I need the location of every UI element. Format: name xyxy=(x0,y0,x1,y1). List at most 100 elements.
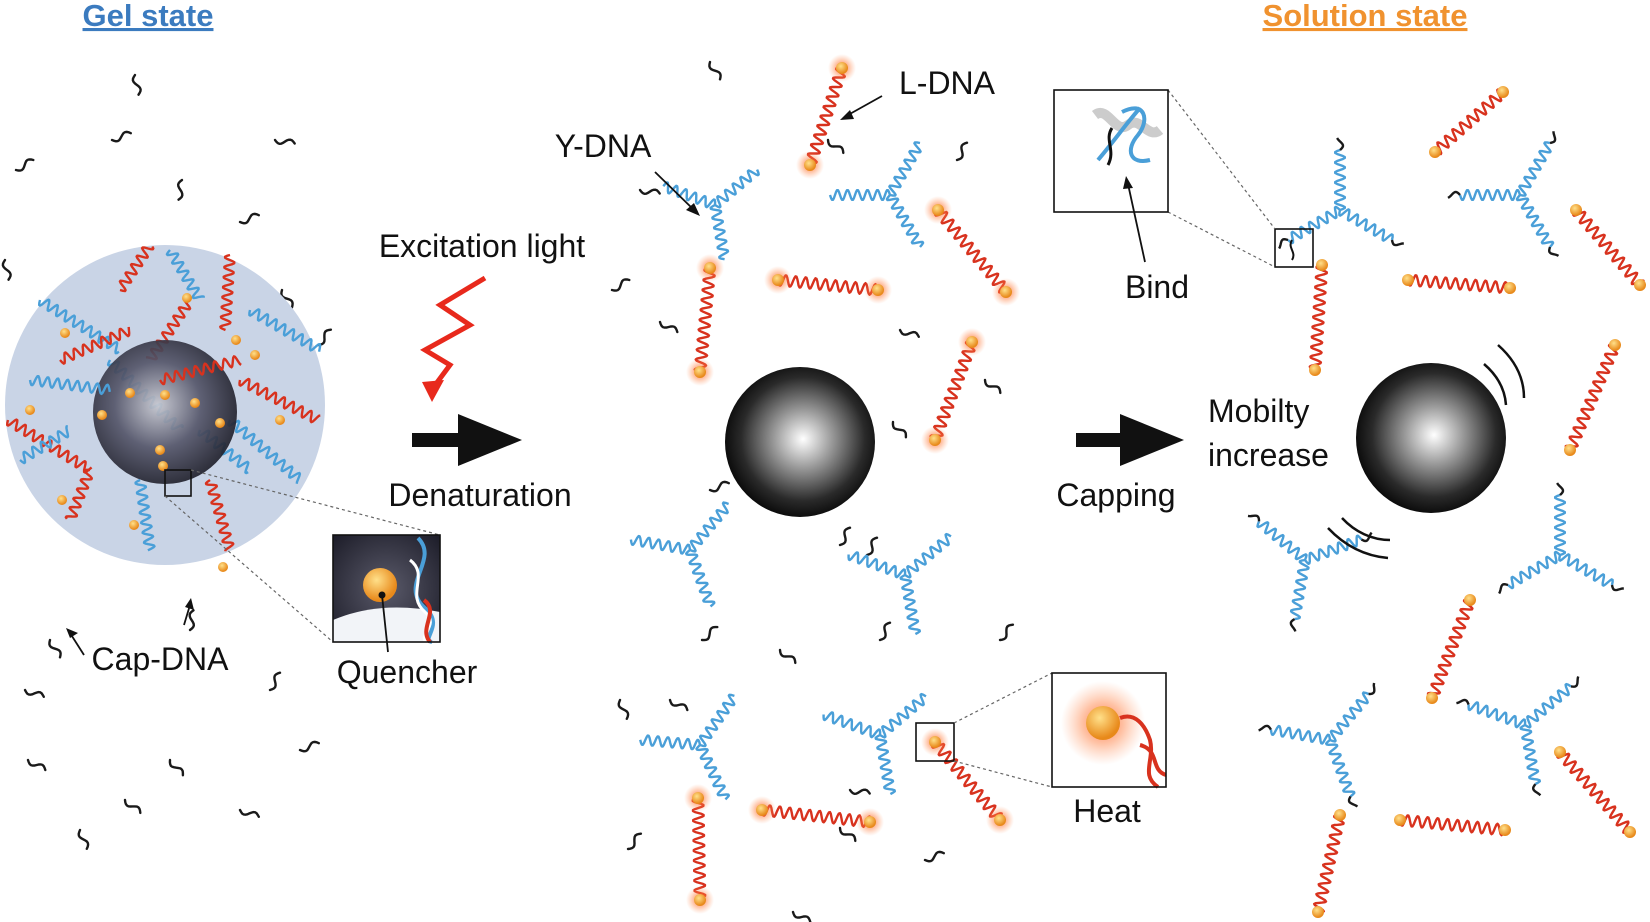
quencher-inset xyxy=(332,534,441,644)
fluorophore-dot xyxy=(929,736,941,748)
cap-dna-squiggle xyxy=(898,328,920,338)
y-dna-arm xyxy=(1304,534,1363,565)
fluorophore-dot xyxy=(692,792,704,804)
bind-label: Bind xyxy=(1125,269,1189,305)
cap-dna-label: Cap-DNA xyxy=(92,641,230,677)
cap-dna-squiggle xyxy=(123,798,142,815)
excitation-light-label: Excitation light xyxy=(379,228,585,264)
cap-dna-squiggle xyxy=(1,258,12,281)
quencher-dot xyxy=(250,350,260,360)
cap-dna-bound xyxy=(1390,239,1404,247)
y-dna-arm xyxy=(662,181,717,209)
y-dna-arm xyxy=(689,501,730,553)
fluorophore-dot xyxy=(836,62,848,74)
fluorophore-dot xyxy=(1554,746,1566,758)
l-dna-strand xyxy=(764,266,892,304)
l-dna-strand xyxy=(1402,274,1516,295)
cap-dna-squiggle xyxy=(14,158,35,172)
cap-dna-bound xyxy=(1447,190,1461,199)
heat-label: Heat xyxy=(1073,793,1141,829)
y-dna-arm xyxy=(1458,189,1522,201)
cap-dna-squiggle xyxy=(280,288,294,309)
cap-dna-bound xyxy=(1289,618,1297,632)
denaturation-arrow-icon xyxy=(412,414,522,466)
l-dna-helix xyxy=(934,209,1010,294)
quencher-label: Quencher xyxy=(337,654,478,690)
mobility-label-line2: increase xyxy=(1208,437,1329,473)
l-dna-helix xyxy=(219,253,236,332)
l-dna-helix xyxy=(929,340,976,441)
y-dna-arm xyxy=(1518,141,1552,197)
y-dna-arm xyxy=(698,693,736,748)
cap-dna-squiggle xyxy=(983,378,1002,395)
l-dna-helix xyxy=(760,804,872,828)
l-dna-helix xyxy=(1432,88,1504,156)
l-dna-strand xyxy=(1554,746,1636,838)
denaturation-label: Denaturation xyxy=(388,477,571,513)
cap-dna-squiggle xyxy=(188,609,196,632)
gel-particle xyxy=(5,245,325,572)
cap-dna-squiggle xyxy=(638,188,661,196)
y-dna-arm xyxy=(1287,205,1341,245)
cap-dna-bound xyxy=(1278,237,1289,250)
y-dna-arm xyxy=(714,169,760,209)
cap-dna-bound xyxy=(1547,246,1560,257)
fluorophore-dot xyxy=(929,434,941,446)
l-dna-strand xyxy=(1426,594,1476,704)
quencher-zoom-box xyxy=(164,469,192,497)
fluorophore-dot xyxy=(1309,364,1321,376)
y-dna-arm xyxy=(1256,520,1308,561)
cap-dna-squiggle xyxy=(848,788,871,796)
fluorophore-dot xyxy=(994,814,1006,826)
fluorophore-dot xyxy=(1564,444,1576,456)
y-dna-strand xyxy=(828,141,925,248)
quencher-dot xyxy=(158,461,168,471)
y-dna-arm xyxy=(899,573,921,636)
l-dna-helix xyxy=(204,479,235,552)
quencher-dot xyxy=(275,415,285,425)
l-dna-strand xyxy=(1312,809,1346,918)
y-dna-arm xyxy=(874,733,896,796)
heat-inset xyxy=(1051,672,1167,789)
bind-zoom-box xyxy=(1274,228,1314,268)
l-dna-strand xyxy=(1564,339,1621,456)
bind-inset xyxy=(1053,89,1169,213)
y-dna-strand xyxy=(822,692,927,796)
y-dna-arm xyxy=(685,549,716,608)
y-dna-arm xyxy=(1329,691,1370,743)
fluorophore-dot xyxy=(694,366,706,378)
cap-dna-squiggle xyxy=(298,740,320,753)
mobility-label-line1: Mobilty xyxy=(1208,393,1309,429)
cap-dna-squiggle xyxy=(838,826,857,843)
cap-dna-squiggle xyxy=(778,648,797,665)
cap-dna-strands xyxy=(1,60,1015,922)
y-dna-arm xyxy=(709,203,730,261)
y-dna-arm xyxy=(19,425,70,465)
y-dna-label: Y-DNA xyxy=(555,128,652,164)
capped-particle xyxy=(1356,363,1506,513)
y-dna-arm xyxy=(1467,701,1527,729)
l-dna-strand xyxy=(686,254,724,386)
l-dna-helix xyxy=(6,418,93,474)
l-dna-strand xyxy=(1394,814,1511,837)
cap-dna-squiggle xyxy=(700,625,719,642)
cap-dna-squiggle xyxy=(131,73,142,96)
cap-dna-bound xyxy=(1368,682,1376,696)
l-dna-strand xyxy=(921,328,986,454)
y-dna-arm xyxy=(1507,550,1561,590)
cap-dna-squiggle xyxy=(77,828,90,850)
l-dna-helix xyxy=(59,326,131,365)
cap-dna-bound xyxy=(1247,514,1261,522)
y-dna-arm xyxy=(248,308,322,352)
gel-core-sphere xyxy=(93,340,237,484)
y-dna-strand xyxy=(1278,137,1404,250)
cap-dna-bound xyxy=(1610,584,1624,592)
fluorophore-dot xyxy=(694,894,706,906)
cap-dna-squiggle xyxy=(110,130,132,143)
cap-dna-squiggle xyxy=(708,480,730,493)
cap-dna-bound xyxy=(1347,795,1359,808)
y-dna-arm xyxy=(1558,553,1614,587)
l-dna-strand xyxy=(796,54,856,179)
l-dna-helix xyxy=(1313,813,1345,914)
cap-dna-squiggle xyxy=(955,141,969,162)
